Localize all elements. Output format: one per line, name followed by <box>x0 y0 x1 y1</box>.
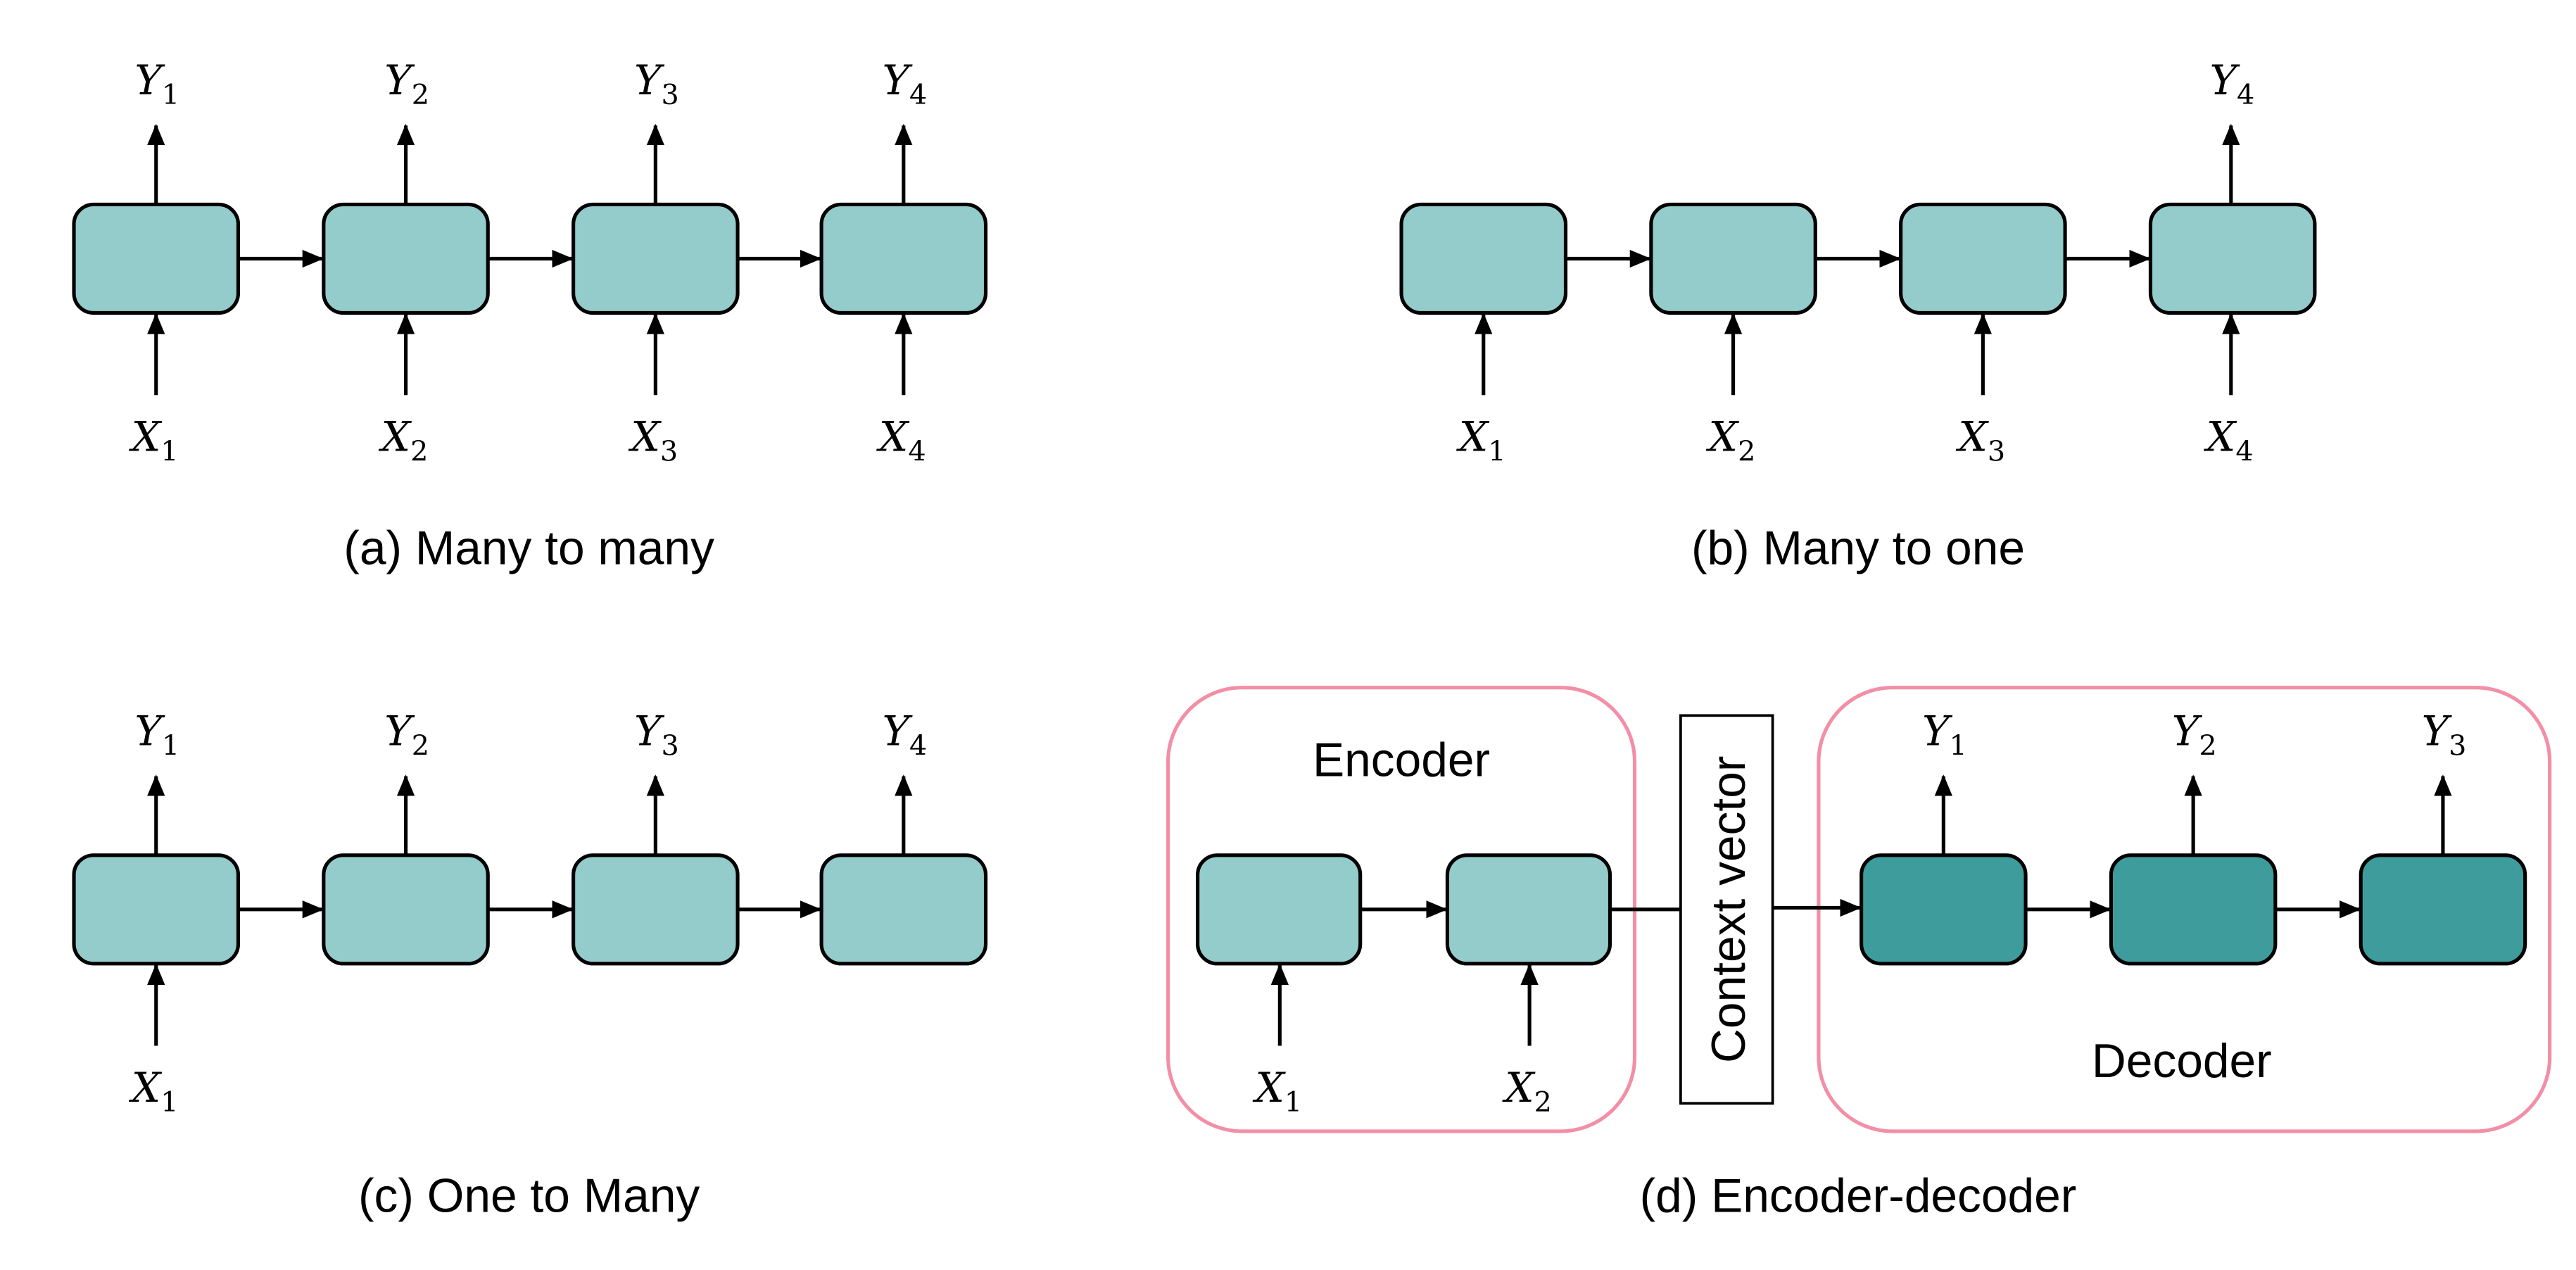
caption-d: (d) Encoder-decoder <box>1640 1169 2077 1222</box>
input-label-x2: X2 <box>379 413 429 468</box>
output-label-y1: Y1 <box>134 707 179 762</box>
rnn-cell <box>1649 202 1817 315</box>
input-label-x3: X3 <box>628 413 678 468</box>
output-label-y2: Y2 <box>2172 707 2217 762</box>
decoder-label: Decoder <box>2092 1035 2272 1088</box>
output-label-y4: Y4 <box>882 707 927 762</box>
rnn-cell <box>322 853 490 966</box>
encoder-cell <box>1445 853 1612 966</box>
rnn-cell <box>572 202 740 315</box>
rnn-cell <box>572 853 740 966</box>
output-label-y2: Y2 <box>384 56 429 111</box>
panel-many-to-many: Y1 Y2 Y3 Y4 X1 X2 X3 X4 (a) Many to many <box>72 56 988 575</box>
rnn-cell <box>2148 202 2317 315</box>
input-label-x2: X2 <box>1706 413 1756 468</box>
decoder-cell <box>2109 853 2278 966</box>
rnn-cell <box>819 853 988 966</box>
output-label-y3: Y3 <box>634 56 679 111</box>
input-label-x4: X4 <box>876 413 926 468</box>
output-label-y1: Y1 <box>1922 707 1967 762</box>
encoder-cell <box>1196 853 1363 966</box>
input-label-x3: X3 <box>1955 413 2005 468</box>
output-label-y4: Y4 <box>882 56 927 111</box>
output-label-y3: Y3 <box>634 707 679 762</box>
output-label-y4: Y4 <box>2209 56 2254 111</box>
panel-encoder-decoder: Encoder Decoder X1 X2 Context vector Y1 … <box>1166 686 2552 1222</box>
decoder-cell <box>2359 853 2527 966</box>
panel-many-to-one: Y4 X1 X2 X3 X4 (b) Many to one <box>1399 56 2317 575</box>
input-label-x1: X1 <box>1456 413 1506 468</box>
encoder-label: Encoder <box>1313 734 1490 787</box>
rnn-cell <box>322 202 490 315</box>
rnn-cell <box>1399 202 1568 315</box>
caption-c: (c) One to Many <box>358 1169 700 1222</box>
input-label-x4: X4 <box>2204 413 2254 468</box>
rnn-cell <box>1899 202 2067 315</box>
input-label-x2: X2 <box>1502 1064 1552 1119</box>
rnn-cell <box>72 853 241 966</box>
panel-one-to-many: Y1 Y2 Y3 Y4 X1 (c) One to Many <box>72 707 988 1222</box>
caption-b: (b) Many to one <box>1691 522 2025 575</box>
decoder-cell <box>1860 853 2028 966</box>
input-label-x1: X1 <box>129 413 179 468</box>
input-label-x1: X1 <box>1252 1064 1302 1119</box>
output-label-y3: Y3 <box>2422 707 2467 762</box>
rnn-cell <box>72 202 241 315</box>
context-vector-box <box>1679 714 1774 1105</box>
output-label-y1: Y1 <box>134 56 179 111</box>
rnn-cell <box>819 202 988 315</box>
caption-a: (a) Many to many <box>343 522 714 575</box>
output-label-y2: Y2 <box>384 707 429 762</box>
context-vector-label: Context vector <box>1703 756 1755 1063</box>
input-label-x1: X1 <box>129 1064 179 1119</box>
